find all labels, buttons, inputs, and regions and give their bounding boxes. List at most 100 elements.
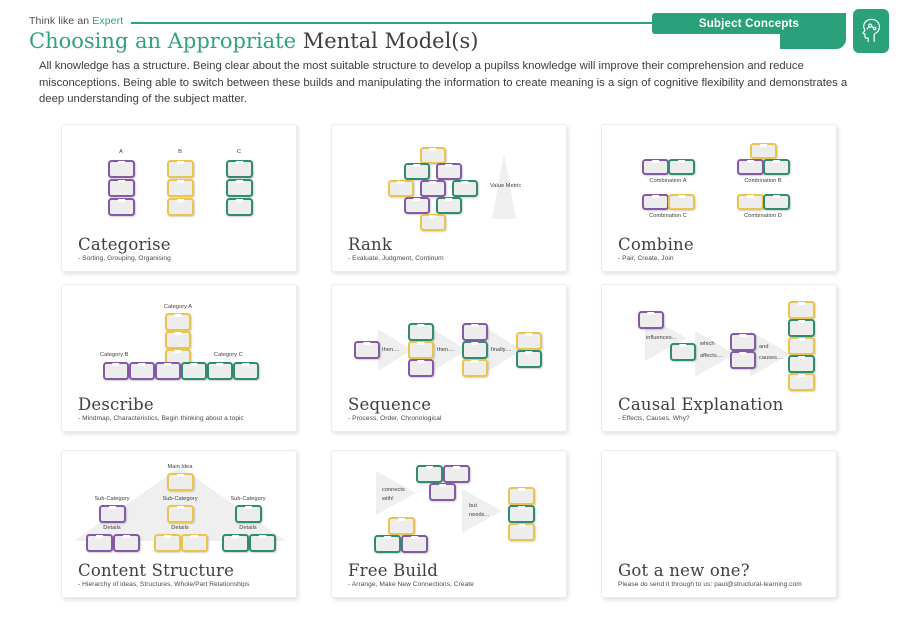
card-causal-explanation[interactable]: influences... which affects.... and caus…: [601, 284, 837, 432]
describe-diagram: Category A Category B Category C: [62, 285, 296, 389]
brick-yellow: [508, 523, 535, 541]
card-footer: Content Structure - Hierarchy of ideas, …: [78, 561, 288, 588]
card-subtitle: - Effects, Causes, Why?: [618, 415, 690, 422]
label-details-3: Details: [239, 525, 257, 531]
brick-purple: [155, 362, 181, 380]
card-content-structure[interactable]: Main Idea Sub-Category Sub-Category Sub-…: [61, 450, 297, 598]
card-got-a-new-one[interactable]: Got a new one? Please do send it through…: [601, 450, 837, 598]
arrow-3: [750, 331, 790, 377]
card-categorise[interactable]: A B C Categorise - Sorting, Grouping, Or…: [61, 124, 297, 272]
brick-purple: [108, 198, 135, 216]
label-then-1: then....: [382, 347, 400, 353]
brick-green: [462, 341, 488, 359]
card-describe[interactable]: Category A Category B Category C Describ…: [61, 284, 297, 432]
content-structure-diagram: Main Idea Sub-Category Sub-Category Sub-…: [62, 451, 296, 555]
label-causes: causes....: [759, 355, 784, 361]
card-title: Causal Explanation: [618, 395, 784, 414]
brick-green: [436, 197, 462, 214]
label-category-c: C: [236, 149, 242, 155]
kicker-highlight: Expert: [92, 15, 124, 27]
brick-green: [670, 343, 696, 361]
label-affects: affects....: [700, 353, 724, 359]
brick-purple: [642, 159, 669, 175]
combine-diagram: Combination A Combination B Combination …: [602, 125, 836, 229]
brick-yellow: [408, 341, 434, 359]
brick-purple: [730, 333, 756, 351]
label-and: and: [759, 344, 769, 350]
brick-green: [226, 198, 253, 216]
brick-yellow: [508, 487, 535, 505]
card-title: Categorise: [78, 235, 171, 254]
card-subtitle: - Arrange, Make New Connections, Create: [348, 581, 474, 588]
brick-green: [181, 362, 207, 380]
brick-yellow: [668, 194, 695, 210]
card-subtitle: - Evaluate, Judgment, Continum: [348, 255, 444, 262]
brick-purple: [129, 362, 155, 380]
card-title: Content Structure: [78, 561, 235, 580]
brick-green: [207, 362, 233, 380]
brick-green: [668, 159, 695, 175]
card-title: Describe: [78, 395, 154, 414]
card-footer: Causal Explanation - Effects, Causes, Wh…: [618, 395, 828, 422]
label-category-b: Category B: [100, 352, 129, 358]
brick-green: [226, 160, 253, 178]
label-category-c: Category C: [214, 352, 243, 358]
label-details-1: Details: [103, 525, 121, 531]
brick-green: [508, 505, 535, 523]
brick-yellow: [420, 147, 446, 164]
intro-paragraph: All knowledge has a structure. Being cle…: [39, 60, 848, 105]
card-subtitle: - Process, Order, Chronological: [348, 415, 442, 422]
page-header: Think like an Expert Subject Concepts Ch…: [0, 0, 901, 112]
card-sequence[interactable]: then.... then.... finally.... Sequence -…: [331, 284, 567, 432]
label-category-a: A: [119, 149, 123, 155]
label-then-2: then....: [437, 347, 455, 353]
brick-green: [763, 194, 790, 210]
brick-yellow: [388, 517, 415, 535]
label-main-idea: Main Idea: [167, 464, 193, 470]
brick-green: [408, 323, 434, 341]
card-footer: Got a new one? Please do send it through…: [618, 561, 828, 588]
brick-yellow: [181, 534, 208, 552]
brick-green: [416, 465, 443, 483]
brick-purple: [408, 359, 434, 377]
label-details-2: Details: [171, 525, 189, 531]
brick-purple: [113, 534, 140, 552]
label-needs: needs...: [469, 512, 490, 518]
brick-green: [249, 534, 276, 552]
brick-green: [374, 535, 401, 553]
label-sub-category-2: Sub-Category: [162, 496, 198, 502]
head-brain-icon: [853, 9, 889, 53]
kicker: Think like an Expert: [29, 15, 123, 27]
brick-green: [788, 355, 815, 373]
brick-purple: [462, 323, 488, 341]
label-category-b: B: [178, 149, 182, 155]
brick-green: [788, 319, 815, 337]
brick-yellow: [167, 198, 194, 216]
brick-purple: [86, 534, 113, 552]
label-combination-a: Combination A: [649, 178, 687, 184]
brick-green: [226, 179, 253, 197]
brick-yellow: [167, 505, 194, 523]
label-but: but: [469, 503, 477, 509]
brick-green: [763, 159, 790, 175]
card-footer: Sequence - Process, Order, Chronological: [348, 395, 558, 422]
brick-purple: [103, 362, 129, 380]
brick-purple: [354, 341, 380, 359]
card-rank[interactable]: Value Metric Rank - Evaluate, Judgment, …: [331, 124, 567, 272]
brick-green: [235, 505, 262, 523]
banner-label: Subject Concepts: [698, 17, 800, 30]
brick-yellow: [167, 160, 194, 178]
brick-purple: [443, 465, 470, 483]
page-title-dark: Mental Model(s): [302, 29, 479, 53]
card-subtitle: - Pair, Create, Join: [618, 255, 674, 262]
card-free-build[interactable]: connects with! but needs... Free Build -…: [331, 450, 567, 598]
brick-green: [516, 350, 542, 368]
rank-diagram: Value Metric: [332, 125, 566, 231]
brick-purple: [642, 194, 669, 210]
label-sub-category-1: Sub-Category: [94, 496, 130, 502]
label-which: which: [700, 341, 715, 347]
brick-purple: [404, 197, 430, 214]
card-subtitle: Please do send it through to us: paul@st…: [618, 581, 802, 588]
card-combine[interactable]: Combination A Combination B Combination …: [601, 124, 837, 272]
